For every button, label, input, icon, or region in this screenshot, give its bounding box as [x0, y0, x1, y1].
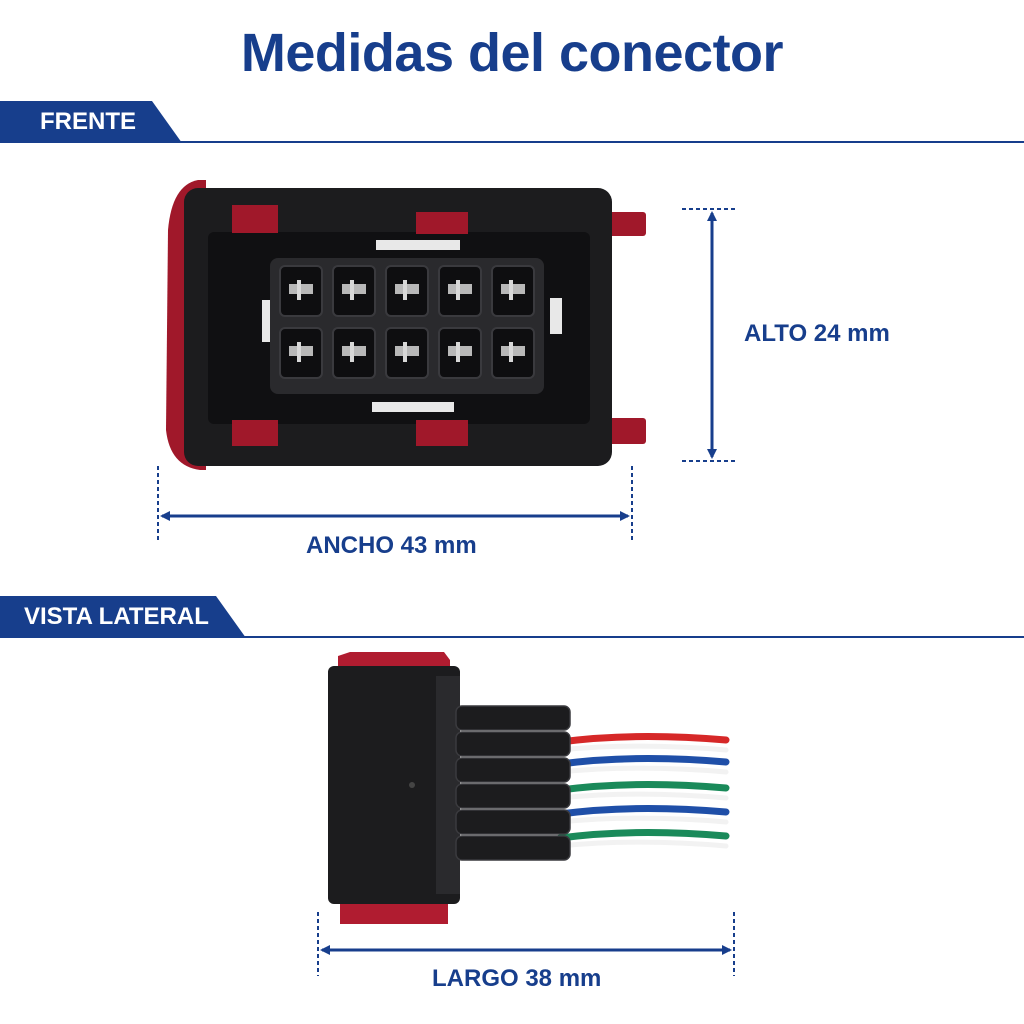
side-ribbed-boot	[455, 705, 571, 861]
pin-contact	[350, 342, 354, 362]
pin-contact	[297, 280, 301, 300]
length-label: LARGO 38 mm	[432, 965, 602, 992]
wire	[557, 791, 729, 801]
wire-bundle	[556, 733, 730, 849]
pin-contact	[297, 342, 301, 362]
front-key-slot	[550, 298, 562, 334]
wire	[557, 839, 729, 849]
boot-rib	[455, 835, 571, 861]
wire	[557, 743, 729, 753]
wire	[557, 765, 729, 775]
pin-contact	[403, 342, 407, 362]
height-label: ALTO 24 mm	[744, 320, 890, 347]
boot-rib	[455, 809, 571, 835]
side-red-cap-top	[338, 652, 450, 670]
front-key-slot	[376, 240, 460, 250]
width-label: ANCHO 43 mm	[306, 532, 477, 559]
section-divider-front	[0, 141, 1024, 143]
width-dimension	[157, 466, 633, 540]
front-red-latch	[232, 205, 278, 233]
front-red-tab-bottom-right	[604, 418, 646, 444]
wire	[556, 755, 730, 768]
boot-rib	[455, 783, 571, 809]
wire	[556, 829, 730, 842]
section-divider-side	[0, 636, 1024, 638]
wire	[556, 805, 730, 818]
front-red-tab-top-right	[604, 212, 646, 236]
front-red-latch	[232, 420, 278, 446]
section-tab-front: FRENTE	[0, 101, 182, 143]
wire	[556, 733, 730, 746]
section-tab-side: VISTA LATERAL	[0, 596, 246, 638]
front-key-slot	[262, 300, 272, 342]
wire	[557, 815, 729, 825]
pin-contact	[403, 280, 407, 300]
side-housing	[328, 666, 460, 904]
height-dimension	[682, 208, 736, 462]
side-marker-dot	[409, 782, 415, 788]
pin-contact	[350, 280, 354, 300]
pin-contact	[456, 280, 460, 300]
pin-contact	[456, 342, 460, 362]
front-key-slot	[372, 402, 454, 412]
boot-rib	[455, 757, 571, 783]
wire	[556, 781, 730, 794]
front-pin-grid	[279, 265, 535, 379]
front-connector-image	[166, 180, 646, 470]
length-dimension	[317, 912, 735, 976]
pin-contact	[509, 342, 513, 362]
page-title: Medidas del conector	[240, 23, 784, 83]
boot-rib	[455, 731, 571, 757]
front-red-latch	[416, 212, 468, 234]
front-red-latch	[416, 420, 468, 446]
boot-rib	[455, 705, 571, 731]
pin-contact	[509, 280, 513, 300]
side-connector-image	[328, 652, 730, 924]
